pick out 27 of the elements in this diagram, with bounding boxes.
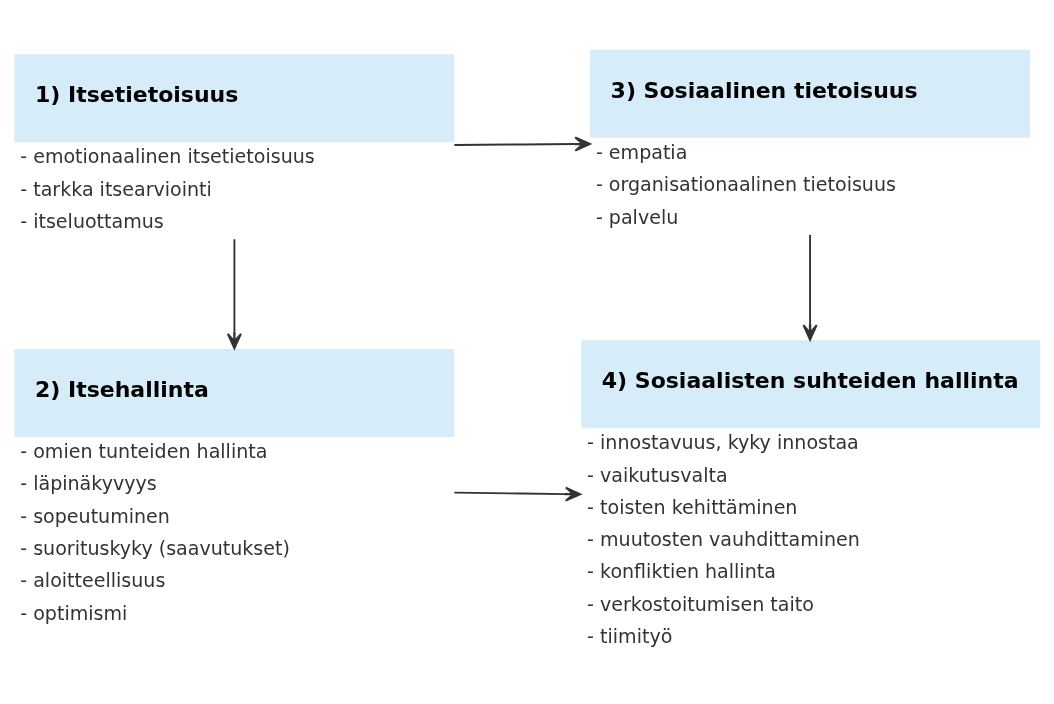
node-label: - emotionaalinen itsetietoisuus xyxy=(20,145,315,168)
node-label: - omien tunteiden hallinta xyxy=(20,440,268,463)
node-label: - suorituskyky (saavutukset) xyxy=(20,536,290,559)
node-label: - muutosten vauhdittaminen xyxy=(587,528,860,551)
node-box: 3) Sosiaalinen tietoisuus xyxy=(590,49,1031,138)
node-label: - sopeutuminen xyxy=(20,504,170,527)
node-label: - vaikutusvalta xyxy=(587,463,728,486)
node-box: 2) Itsehallinta xyxy=(14,349,455,438)
node-label: - innostavuus, kyky innostaa xyxy=(587,431,859,454)
node-box: 4) Sosiaalisten suhteiden hallinta xyxy=(581,340,1041,429)
arrow xyxy=(453,136,591,152)
node-label: - organisationaalinen tietoisuus xyxy=(595,173,896,196)
node-label: - palvelu xyxy=(595,205,679,228)
arrow xyxy=(226,238,242,350)
node-label: - optimismi xyxy=(20,601,128,624)
node-label: - tarkka itsearviointi xyxy=(20,177,212,200)
node-label: - itseluottamus xyxy=(20,209,164,232)
node-label: - konfliktien hallinta xyxy=(587,560,776,583)
node-box: 1) Itsetietoisuus xyxy=(14,54,455,143)
node-label: - toisten kehittäminen xyxy=(587,495,798,518)
node-label: - läpinäkyvyys xyxy=(20,472,157,495)
node-label: - aloitteellisuus xyxy=(20,569,166,592)
node-label: - verkostoitumisen taito xyxy=(587,592,814,615)
node-label: - empatia xyxy=(595,140,688,163)
arrow xyxy=(802,233,818,341)
arrow xyxy=(453,486,582,502)
node-label: - tiimityö xyxy=(587,624,673,647)
